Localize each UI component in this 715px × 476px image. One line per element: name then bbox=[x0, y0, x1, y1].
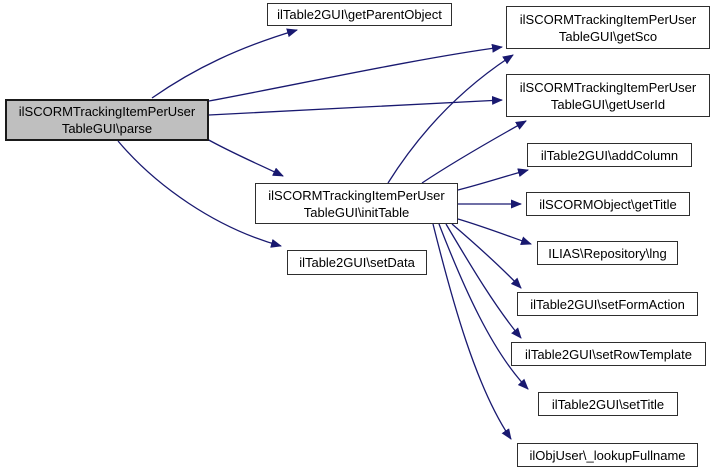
edge-inittable-to-getuserid bbox=[421, 120, 527, 184]
edge-parse-to-inittable bbox=[206, 138, 284, 177]
node-lookup-fullname[interactable]: ilObjUser\_lookupFullname bbox=[517, 443, 698, 467]
edge-parse-to-getuserid bbox=[208, 95, 503, 116]
node-get-title[interactable]: ilSCORMObject\getTitle bbox=[526, 192, 690, 216]
edge-inittable-to-setrowtemplate bbox=[445, 223, 522, 339]
edge-parse-to-getsco bbox=[208, 43, 503, 102]
node-add-column[interactable]: ilTable2GUI\addColumn bbox=[527, 143, 692, 167]
node-init-table-label: ilSCORMTrackingItemPerUser TableGUI\init… bbox=[268, 187, 445, 220]
edge-inittable-to-addcolumn bbox=[457, 168, 529, 191]
edge-parse-to-getparentobject bbox=[151, 28, 298, 99]
node-parse-label: ilSCORMTrackingItemPerUser TableGUI\pars… bbox=[18, 104, 196, 136]
node-get-user-id-label: ilSCORMTrackingItemPerUser TableGUI\getU… bbox=[519, 79, 697, 112]
node-set-row-template-label: ilTable2GUI\setRowTemplate bbox=[525, 346, 692, 362]
node-set-data-label: ilTable2GUI\setData bbox=[299, 255, 415, 270]
node-set-form-action[interactable]: ilTable2GUI\setFormAction bbox=[517, 292, 698, 316]
node-set-title[interactable]: ilTable2GUI\setTitle bbox=[538, 392, 678, 416]
edge-inittable-to-lng bbox=[457, 218, 532, 245]
node-get-title-label: ilSCORMObject\getTitle bbox=[539, 196, 677, 212]
node-set-data[interactable]: ilTable2GUI\setData bbox=[287, 250, 427, 275]
node-lng[interactable]: ILIAS\Repository\lng bbox=[537, 241, 678, 265]
node-lng-label: ILIAS\Repository\lng bbox=[548, 245, 667, 261]
edge-inittable-to-setformaction bbox=[451, 223, 522, 289]
node-lookup-fullname-label: ilObjUser\_lookupFullname bbox=[529, 447, 686, 463]
node-add-column-label: ilTable2GUI\addColumn bbox=[540, 147, 679, 163]
node-get-user-id[interactable]: ilSCORMTrackingItemPerUser TableGUI\getU… bbox=[506, 74, 710, 117]
node-get-sco-label: ilSCORMTrackingItemPerUser TableGUI\getS… bbox=[519, 11, 697, 44]
node-set-row-template[interactable]: ilTable2GUI\setRowTemplate bbox=[511, 342, 706, 366]
edge-inittable-to-lookupfullname bbox=[432, 223, 512, 440]
node-set-form-action-label: ilTable2GUI\setFormAction bbox=[530, 296, 685, 312]
node-parse: ilSCORMTrackingItemPerUser TableGUI\pars… bbox=[5, 99, 209, 141]
edge-inittable-to-getsco bbox=[387, 54, 514, 184]
node-get-parent-object[interactable]: ilTable2GUI\getParentObject bbox=[267, 3, 452, 26]
node-set-title-label: ilTable2GUI\setTitle bbox=[551, 396, 665, 412]
node-init-table[interactable]: ilSCORMTrackingItemPerUser TableGUI\init… bbox=[255, 183, 458, 224]
node-get-sco[interactable]: ilSCORMTrackingItemPerUser TableGUI\getS… bbox=[506, 6, 710, 49]
node-get-parent-object-label: ilTable2GUI\getParentObject bbox=[277, 7, 442, 22]
